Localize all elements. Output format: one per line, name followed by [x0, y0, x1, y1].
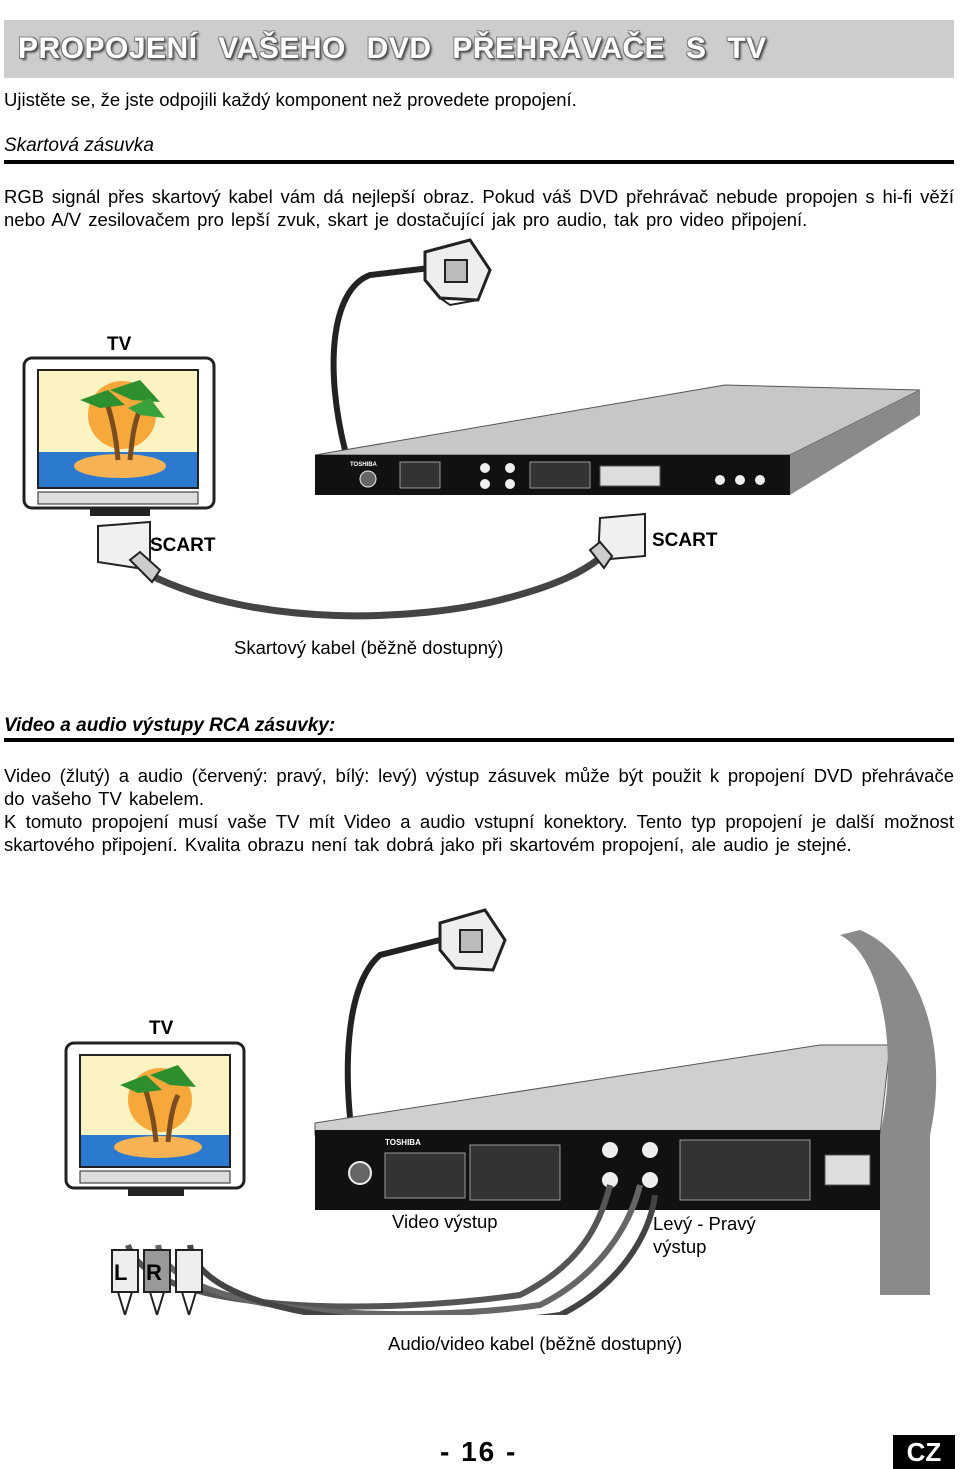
scart-label-left: SCART	[150, 535, 216, 556]
page-title: PROPOJENÍ VAŠEHO DVD PŘEHRÁVAČE S TV	[18, 32, 767, 66]
tv-label: TV	[149, 1018, 174, 1039]
tv-icon	[24, 358, 214, 516]
scart-plug-right-icon	[590, 514, 645, 568]
tv-icon	[66, 1043, 244, 1196]
dvd-player-icon: TOSHIBA	[315, 930, 936, 1295]
svg-text:TOSHIBA: TOSHIBA	[350, 462, 378, 468]
svg-text:TOSHIBA: TOSHIBA	[385, 1138, 421, 1147]
scart-label-right: SCART	[652, 530, 718, 551]
plug-l-label: L	[114, 1260, 127, 1285]
section-heading-scart: Skartová zásuvka	[4, 134, 954, 157]
title-bar: PROPOJENÍ VAŠEHO DVD PŘEHRÁVAČE S TV	[4, 20, 954, 78]
scart-cable-caption: Skartový kabel (běžně dostupný)	[234, 637, 503, 659]
section-heading-rca: Video a audio výstupy RCA zásuvky:	[4, 714, 954, 737]
page-number: - 16 -	[440, 1436, 517, 1468]
dvd-player-icon: TOSHIBA	[315, 385, 920, 495]
lr-output-label-2: výstup	[653, 1236, 706, 1258]
section-divider	[4, 160, 954, 164]
rca-connection-diagram: TV TOSHIBA L R	[0, 895, 960, 1315]
tv-label: TV	[107, 334, 132, 355]
power-plug-icon	[425, 240, 490, 305]
scart-description: RGB signál přes skartový kabel vám dá ne…	[4, 185, 954, 231]
language-badge: CZ	[893, 1435, 955, 1469]
video-output-label: Video výstup	[392, 1211, 498, 1233]
rca-description-1: Video (žlutý) a audio (červený: pravý, b…	[4, 764, 954, 810]
intro-text: Ujistěte se, že jste odpojili každý komp…	[4, 88, 954, 111]
lr-output-label-1: Levý - Pravý	[653, 1213, 756, 1235]
plug-r-label: R	[146, 1260, 162, 1285]
rca-description-2: K tomuto propojení musí vaše TV mít Vide…	[4, 810, 954, 856]
section-divider	[4, 738, 954, 742]
av-cable-caption: Audio/video kabel (běžně dostupný)	[388, 1333, 682, 1355]
power-plug-icon	[440, 910, 505, 970]
